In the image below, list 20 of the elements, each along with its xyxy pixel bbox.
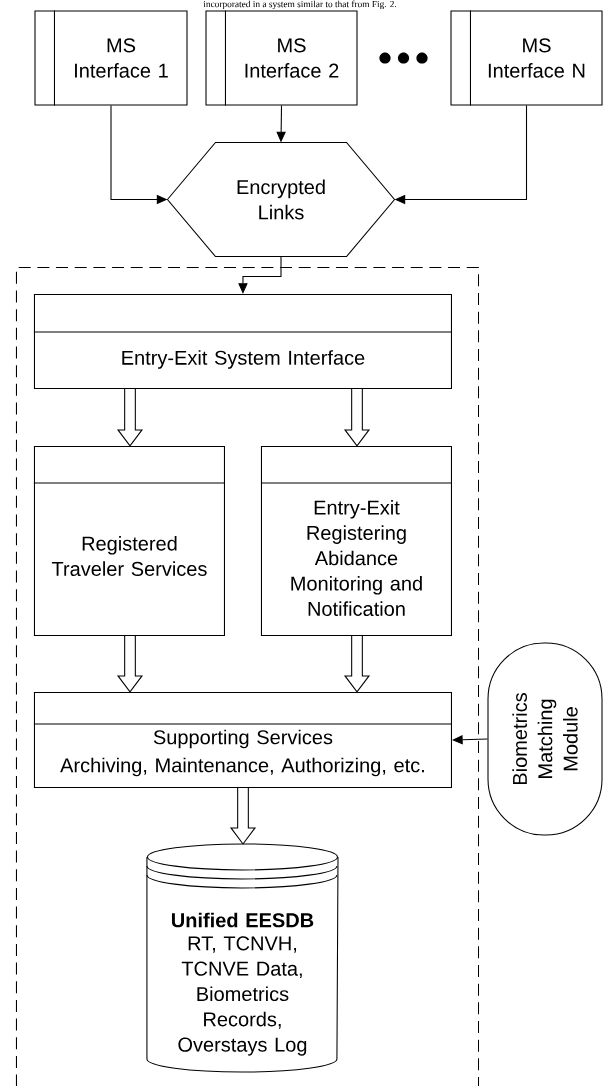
block-arrow [343,388,371,447]
node-label: RT, TCNVH, TCNVE Data, Biometrics Records, Overstays Log [178,936,307,1056]
module-box: Entry-Exit Registering Abidance Monitoring and Notification [260,445,453,636]
database-cylinder: Unified EESDB RT, TCNVH, TCNVE Data, Biometrics Records, Overstays Log [146,843,339,1073]
block-arrow [116,388,144,447]
interface-box: MS Interface N [450,9,603,107]
module-box: Entry-Exit System Interface [33,293,453,389]
interface-box: MS Interface 2 [205,9,358,107]
caption-text: incorporated in a system similar to that from Fig. 2. [203,0,397,10]
dashed-boundary [15,266,480,1086]
block-arrow [343,635,371,693]
node-label: Unified EESDB [171,912,314,928]
block-arrow [116,635,144,693]
interface-box: MS Interface 1 [34,9,188,107]
block-arrow [229,787,257,845]
rounded-module: Biometrics Matching Module [487,642,603,836]
module-box: Registered Traveler Services [33,445,226,636]
module-box: Supporting Services Archiving, Maintenance, Authorizing, etc. [33,691,453,788]
hexagon-box: Encrypted Links [166,141,396,258]
arrow [238,256,282,294]
